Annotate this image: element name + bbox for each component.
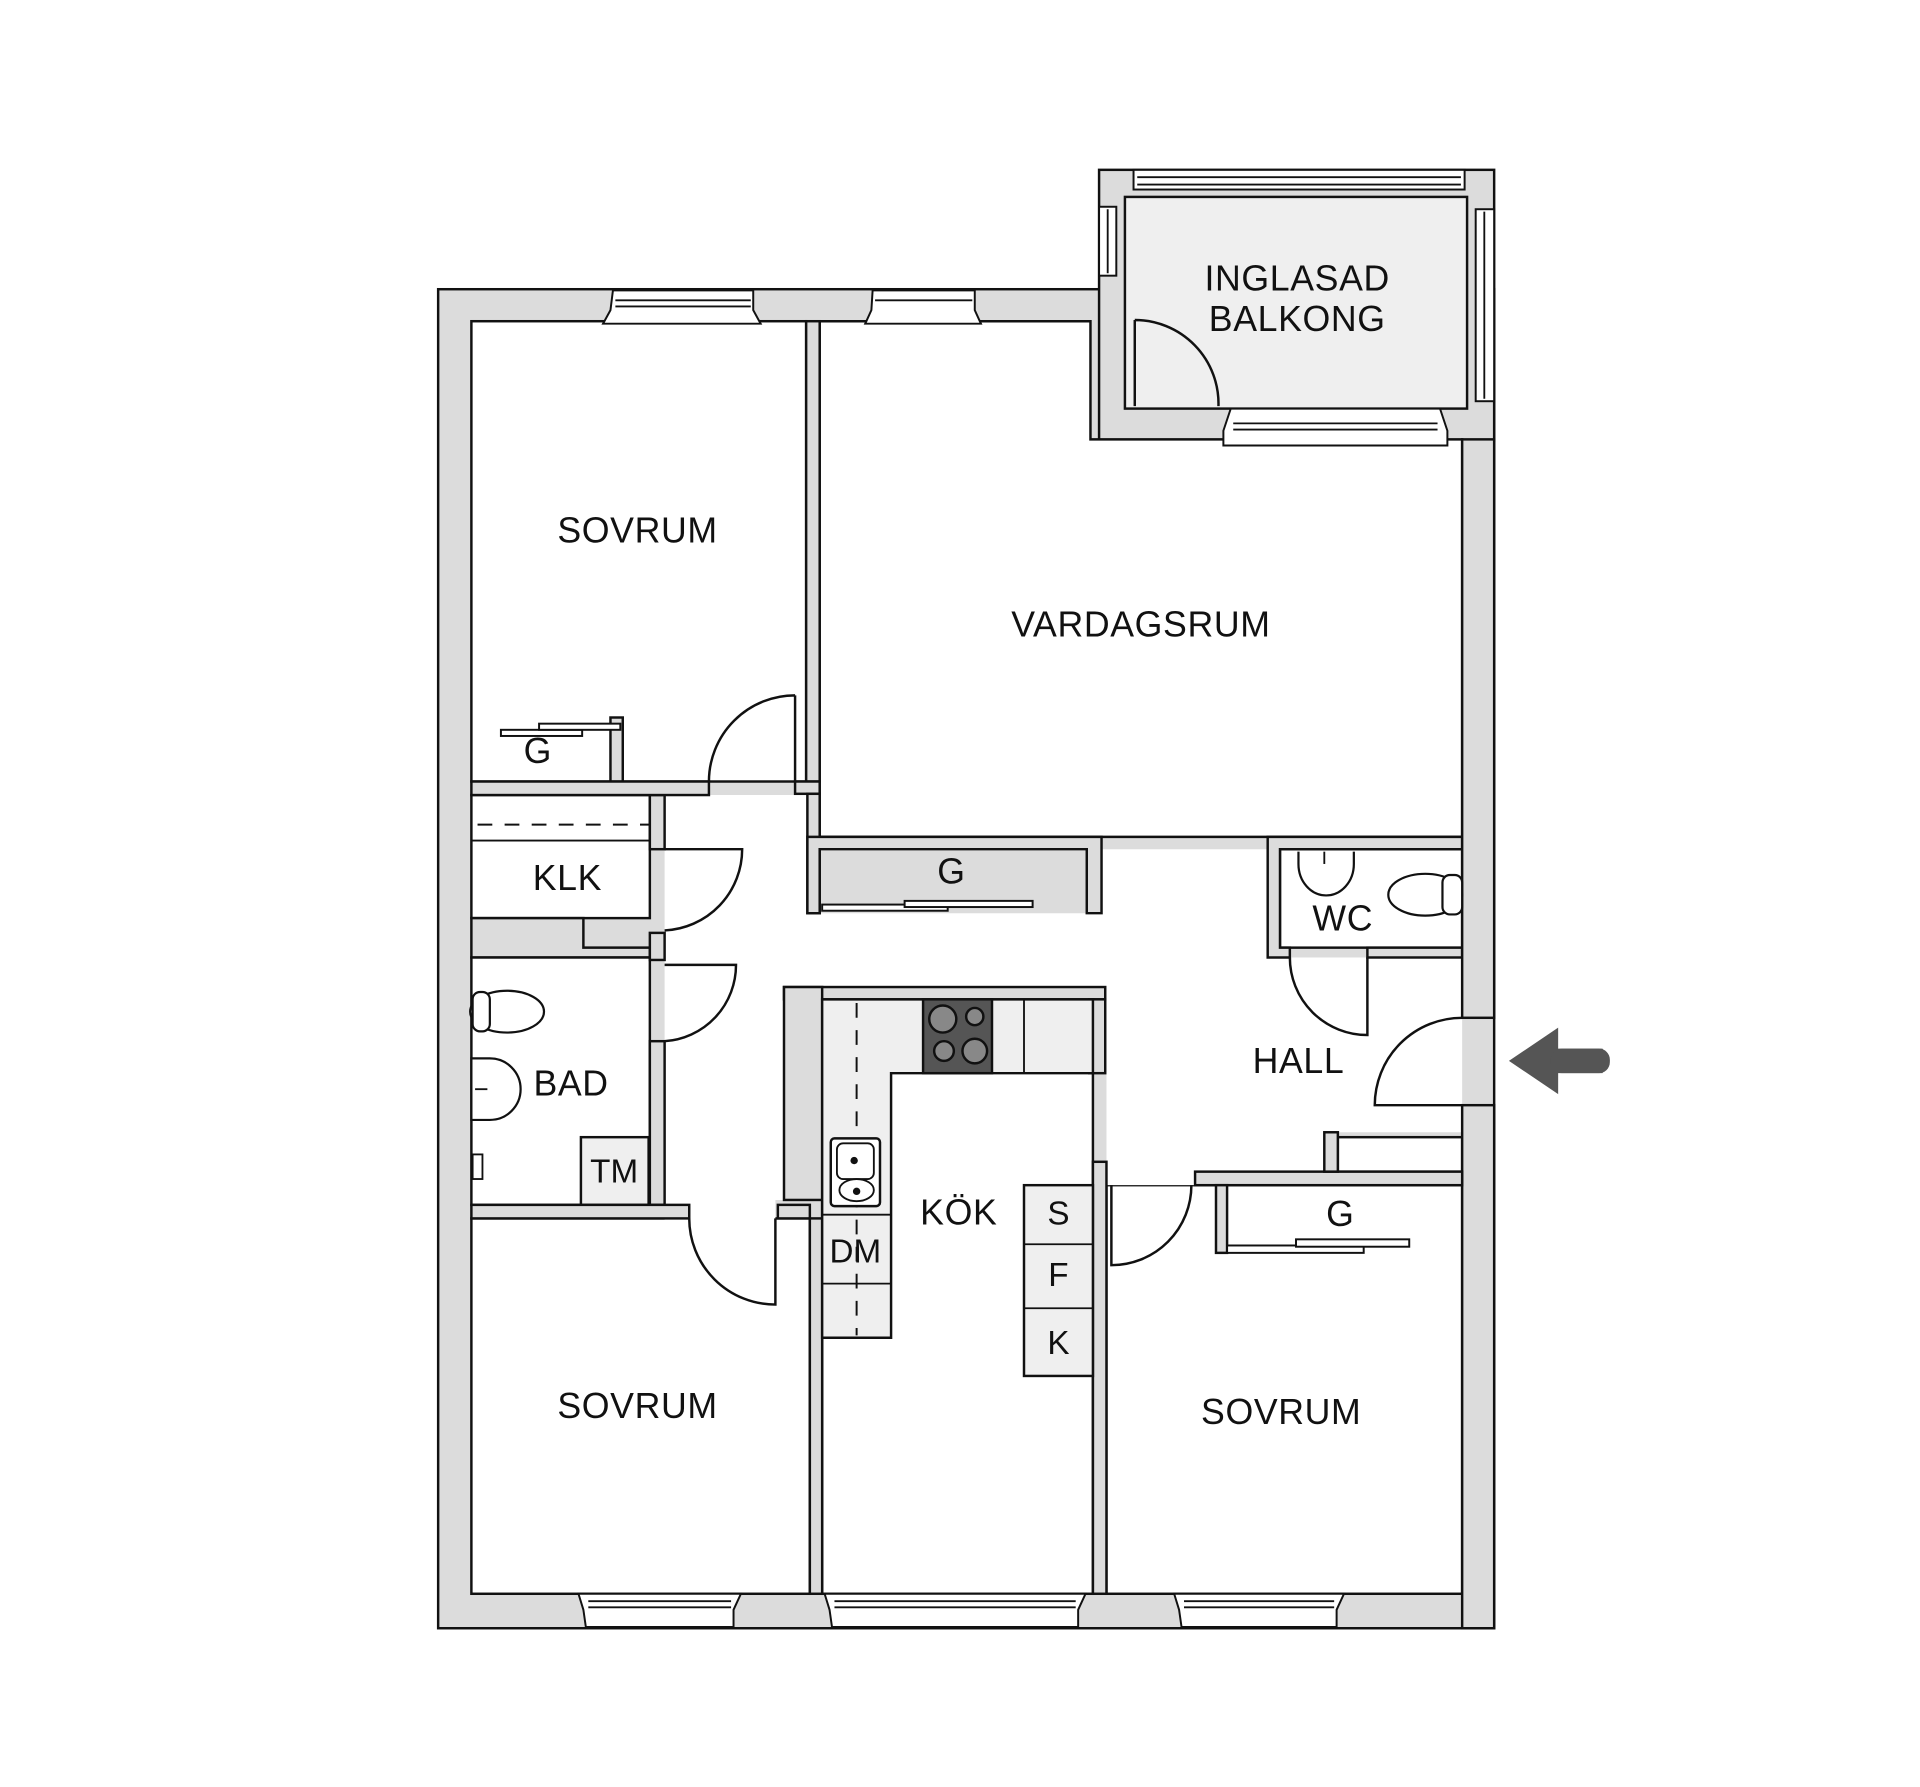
sanitary — [469, 851, 1464, 1180]
label-dishwasher: DM — [830, 1234, 882, 1271]
label-klk: KLK — [533, 858, 602, 898]
label-bedroom-top: SOVRUM — [557, 511, 717, 551]
living-closet — [806, 835, 1103, 915]
doors — [664, 318, 1463, 1306]
shower-icon — [471, 1153, 484, 1180]
label-wc: WC — [1312, 898, 1373, 938]
wc-walls — [1266, 438, 1496, 1630]
balcony — [1098, 168, 1496, 410]
label-closet-living: G — [937, 852, 965, 892]
windows — [577, 289, 1449, 1628]
label-fridge: K — [1047, 1325, 1069, 1362]
label-living-room: VARDAGSRUM — [1011, 604, 1270, 644]
label-washing-machine: TM — [590, 1154, 638, 1191]
label-stove-cabinet: S — [1047, 1196, 1069, 1233]
label-freezer: F — [1048, 1257, 1068, 1294]
wc-basin-icon — [1297, 851, 1355, 897]
sink-icon — [829, 1137, 882, 1208]
washbasin-icon — [470, 1057, 522, 1122]
label-balcony-1: INGLASAD — [1205, 258, 1390, 298]
kitchen-fittings — [820, 998, 1095, 1378]
label-kitchen: KÖK — [920, 1193, 997, 1233]
label-closet-bedroom-right: G — [1326, 1194, 1354, 1234]
right-bedroom-closet — [1193, 1131, 1464, 1255]
top-bedroom-closet — [499, 722, 622, 737]
label-bedroom-bottom-left: SOVRUM — [557, 1386, 717, 1426]
toilet-icon — [469, 989, 546, 1034]
room-labels: INGLASAD BALKONG SOVRUM VARDAGSRUM G G K… — [524, 258, 1390, 1431]
label-bedroom-bottom-right: SOVRUM — [1201, 1392, 1361, 1432]
entrance-arrow-icon — [1508, 1027, 1610, 1095]
label-hall: HALL — [1253, 1041, 1345, 1081]
label-closet-bedroom-top: G — [524, 731, 552, 771]
hall-corridor — [470, 319, 1463, 1596]
label-balcony-2: BALKONG — [1209, 299, 1386, 339]
wc-toilet-icon — [1387, 872, 1464, 917]
label-bathroom: BAD — [533, 1063, 608, 1103]
